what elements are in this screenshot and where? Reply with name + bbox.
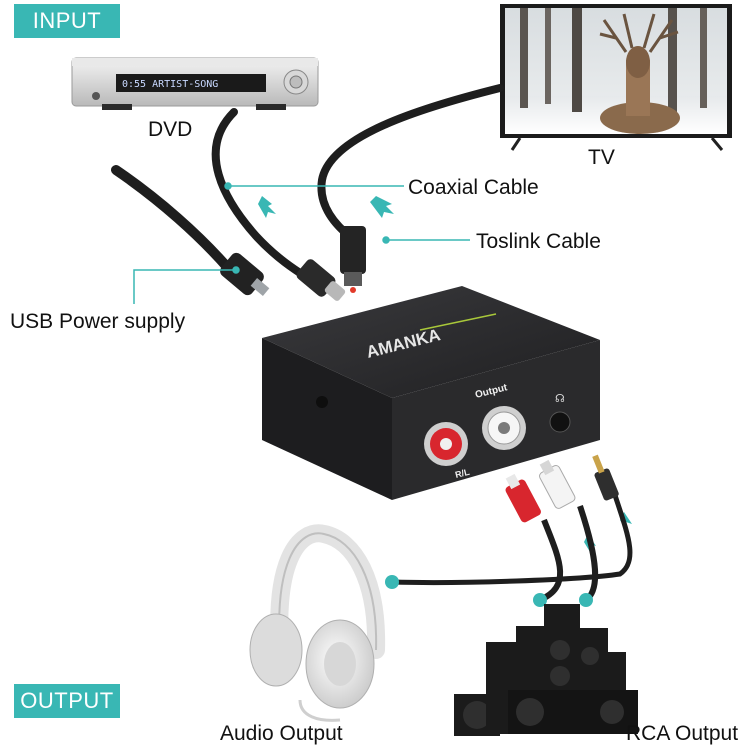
input-badge: INPUT xyxy=(14,4,120,38)
callout-lines xyxy=(133,182,470,304)
rl-port-label: R/L xyxy=(454,467,471,480)
speaker-system-icon xyxy=(454,604,638,736)
dvd-display-text: 0:55 ARTIST-SONG xyxy=(122,79,218,90)
usb-cable xyxy=(111,165,270,296)
dvd-player-icon: 0:55 ARTIST-SONG xyxy=(71,57,319,110)
coaxial-cable xyxy=(211,108,346,301)
audio-output-label: Audio Output xyxy=(220,722,343,745)
converter-device: AMANKA Output R/L ☊ xyxy=(262,286,600,500)
usb-power-label: USB Power supply xyxy=(10,310,186,333)
rca-output-label: RCA Output xyxy=(626,722,739,745)
headphone-icon: ☊ xyxy=(555,393,565,405)
tv-label: TV xyxy=(588,146,615,169)
headphones-icon xyxy=(249,524,386,722)
rca-cables xyxy=(391,454,633,603)
toslink-cable-label: Toslink Cable xyxy=(476,230,601,253)
dvd-label: DVD xyxy=(148,118,193,141)
coaxial-cable-label: Coaxial Cable xyxy=(408,176,539,199)
output-badge: OUTPUT xyxy=(14,684,120,718)
toslink-cable xyxy=(317,84,504,293)
tv-icon xyxy=(500,4,732,151)
output-callouts xyxy=(385,575,593,607)
